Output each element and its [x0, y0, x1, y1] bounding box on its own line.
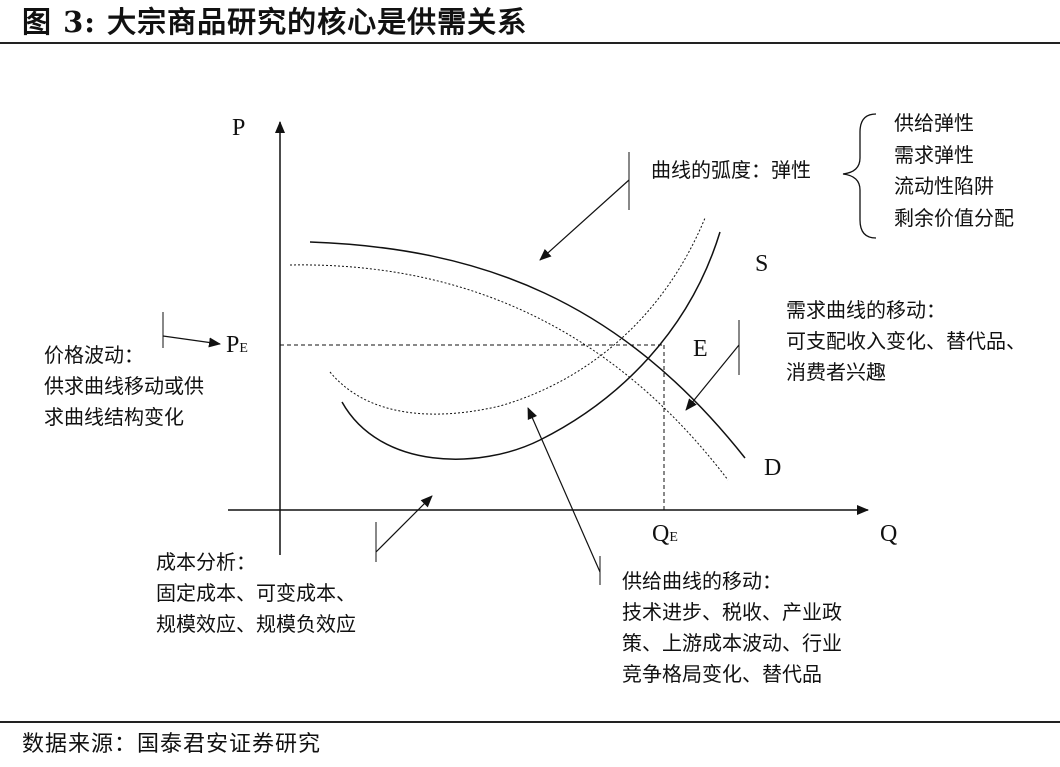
supply-shift-note: 供给曲线的移动： 技术进步、税收、产业政 策、上游成本波动、行业 竞争格局变化、… — [622, 569, 842, 686]
pe-label: PE — [226, 332, 248, 358]
elasticity-item: 需求弹性 — [894, 142, 974, 167]
title-rule — [0, 42, 1060, 44]
supply-curve — [341, 231, 721, 460]
elasticity-list: 供给弹性 需求弹性 流动性陷阱 剩余价值分配 — [894, 108, 1014, 234]
price-volatility-arrow — [162, 335, 221, 348]
qe-label: QE — [652, 521, 678, 547]
x-axis-label: Q — [880, 521, 898, 547]
elasticity-item: 流动性陷阱 — [894, 174, 994, 198]
elasticity-item: 剩余价值分配 — [894, 205, 1014, 230]
supply-curve-shifted — [329, 217, 706, 415]
supply-shift-arrow — [527, 407, 601, 573]
y-axis-label: P — [232, 115, 246, 141]
demand-curve-shifted — [289, 264, 729, 481]
elasticity-arrow — [539, 179, 630, 261]
cost-analysis-arrow — [375, 495, 433, 553]
figure-title: 图 3: 大宗商品研究的核心是供需关系 — [22, 5, 528, 39]
elasticity-label: 曲线的弧度：弹性 — [651, 158, 811, 182]
demand-shift-note: 需求曲线的移动： 可支配收入变化、替代品、 消费者兴趣 — [786, 298, 1026, 384]
price-volatility-note: 价格波动： 供求曲线移动或供 求曲线结构变化 — [44, 343, 204, 429]
equilibrium-label: E — [693, 336, 708, 362]
demand-curve-label: D — [764, 455, 782, 481]
cost-analysis-note: 成本分析： 固定成本、可变成本、 规模效应、规模负效应 — [156, 550, 356, 636]
demand-shift-arrow — [685, 344, 740, 411]
demand-curve — [309, 241, 746, 459]
supply-curve-label: S — [755, 251, 769, 277]
figure-source: 数据来源：国泰君安证券研究 — [22, 732, 322, 757]
elasticity-brace — [842, 113, 877, 239]
elasticity-item: 供给弹性 — [894, 111, 974, 135]
source-rule — [0, 721, 1060, 723]
